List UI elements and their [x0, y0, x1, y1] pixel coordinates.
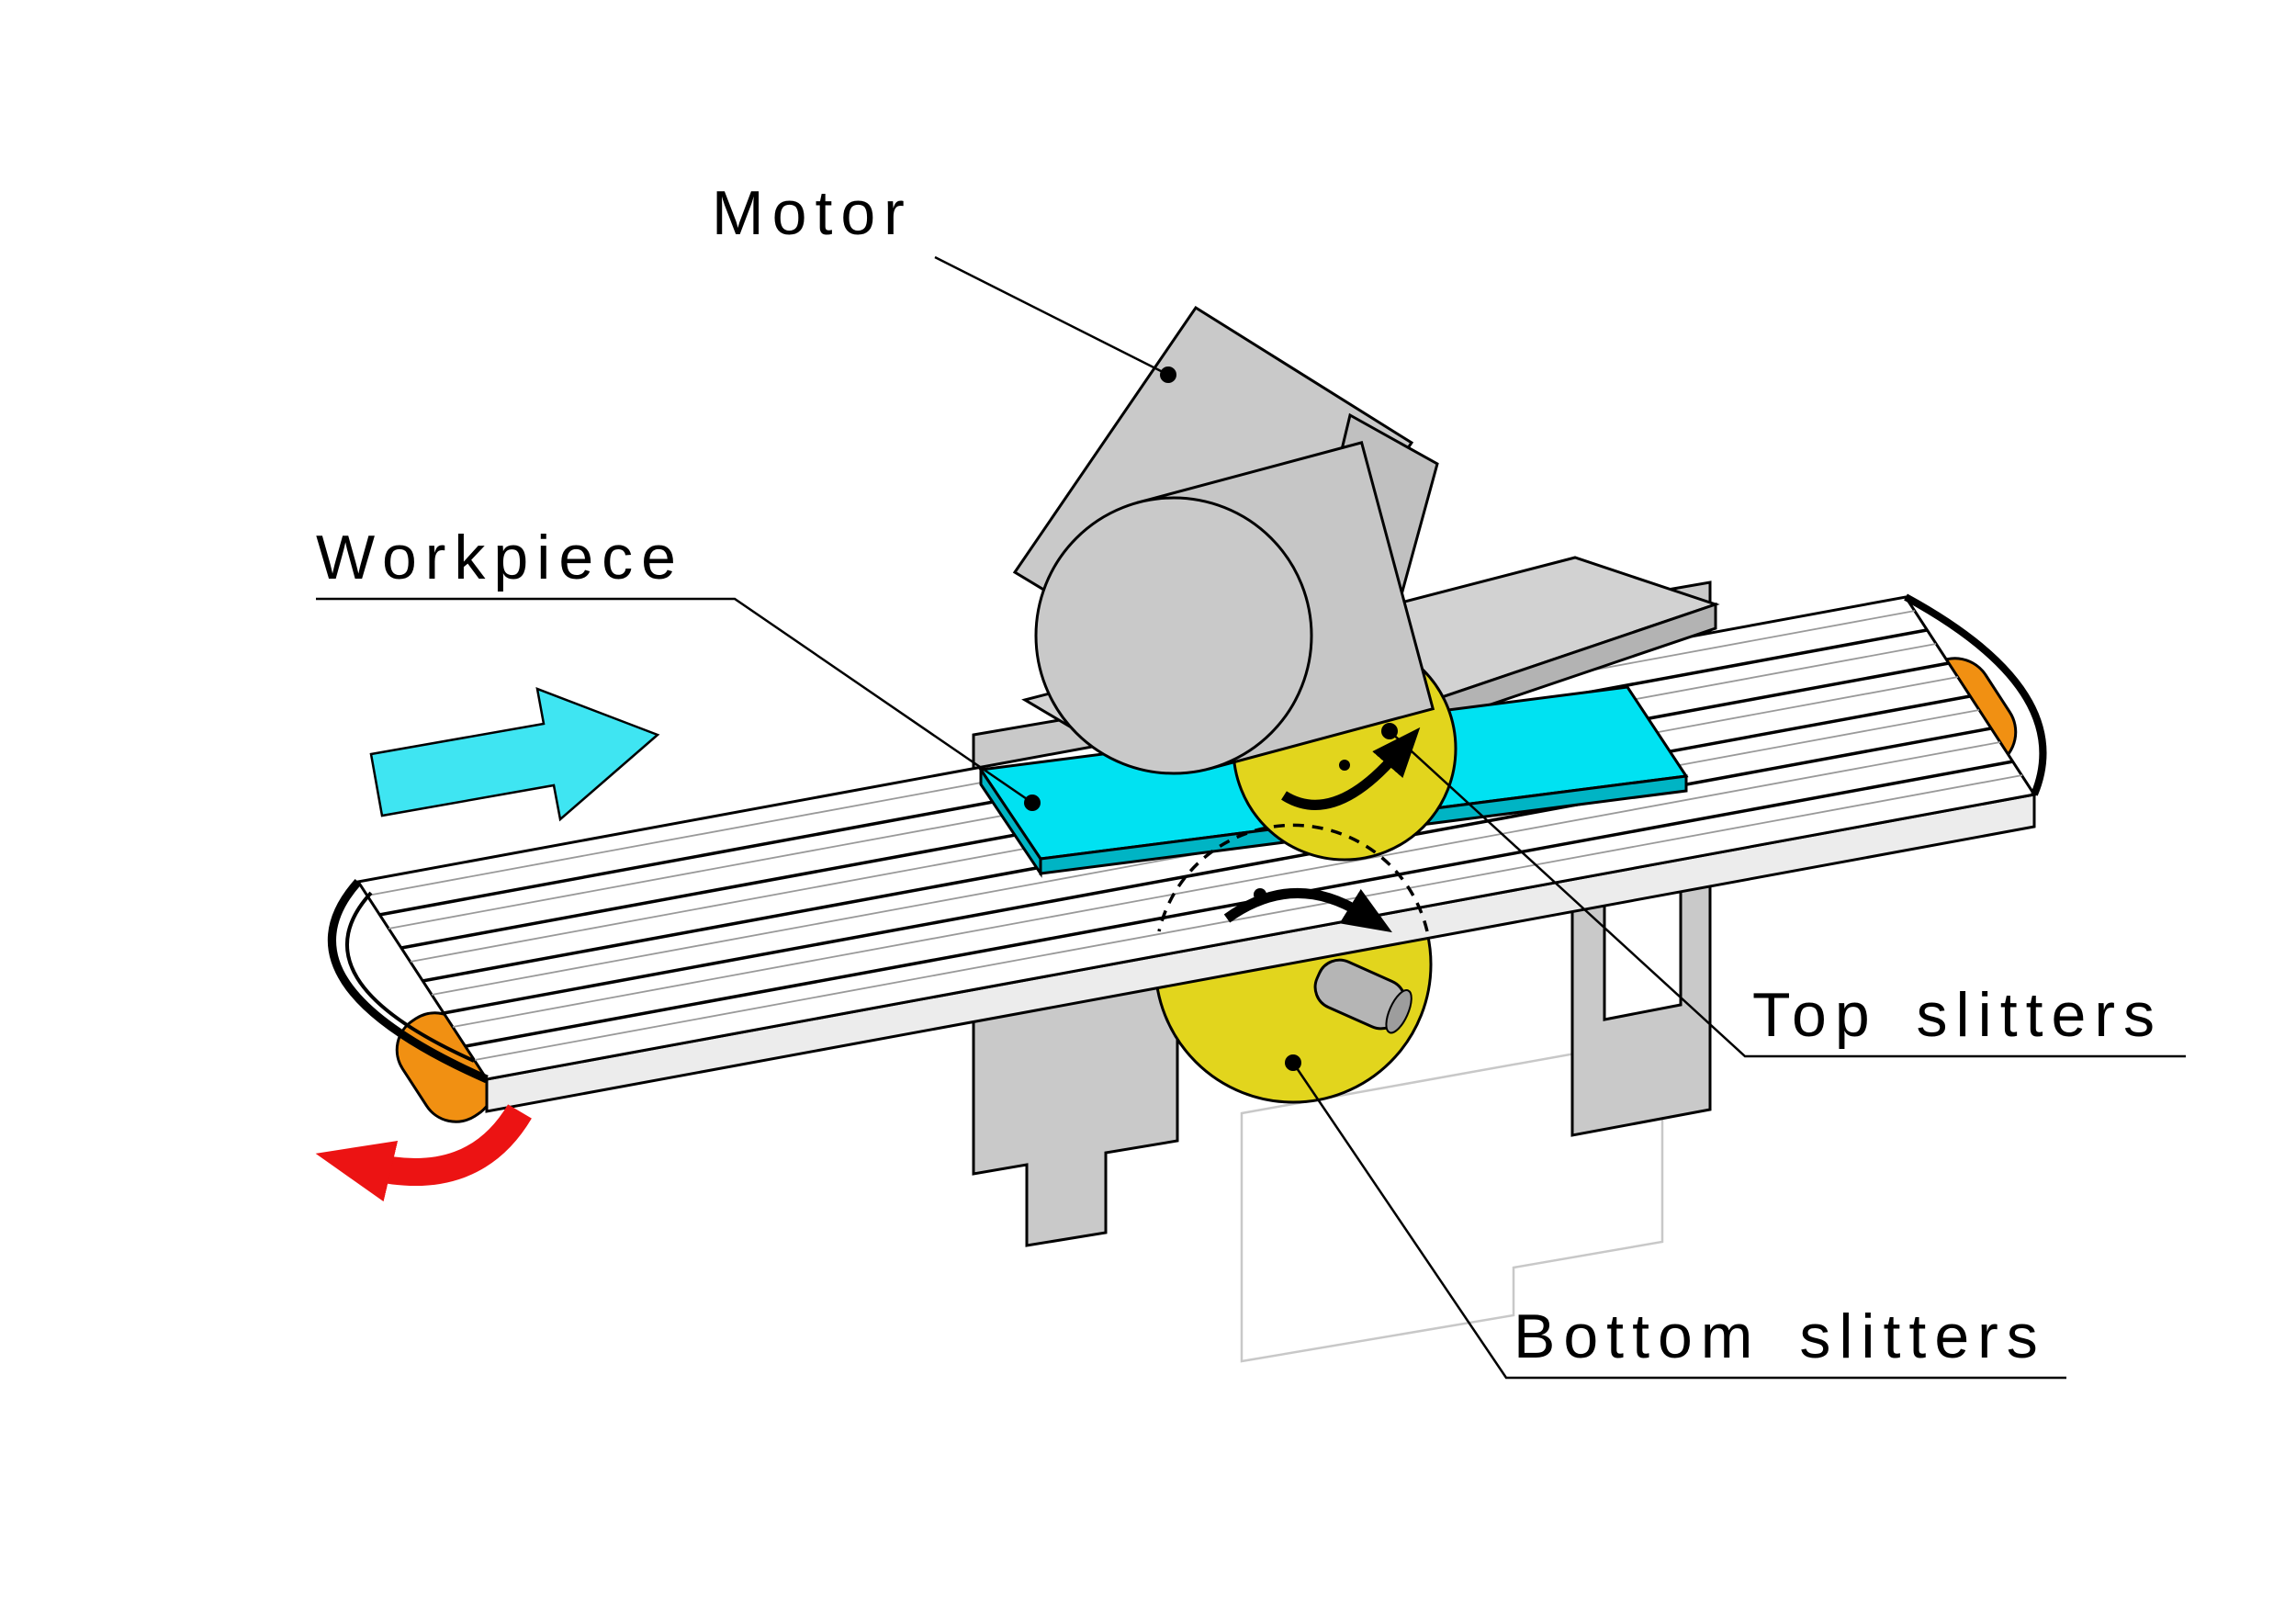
- label-workpiece: Workpiece: [316, 523, 684, 592]
- workpiece-dot: [1024, 795, 1041, 811]
- conveyor-rail-line: [452, 741, 2001, 1028]
- label-motor-leader: [934, 255, 1169, 377]
- conveyor-right-end-cap: [1904, 593, 2047, 796]
- label-motor: Motor: [712, 178, 913, 248]
- roller-rotation-arrow-icon: [315, 1104, 532, 1202]
- conveyor-rail-line: [465, 760, 2014, 1048]
- bottom-slitter-shaft-end: [1385, 989, 1412, 1034]
- label-bottom-slitters-leader: [1291, 1062, 2066, 1380]
- bottom-slitter-rotation-arrow-icon: [1223, 887, 1392, 933]
- conveyor-rail-line: [443, 727, 1992, 1015]
- top-slitter-hub-dot: [1339, 760, 1350, 771]
- label-top-slitters-leader: [1389, 730, 2186, 1058]
- conveyor-left-end-cap: [328, 879, 489, 1084]
- motor-cylinder-face: [1034, 496, 1313, 775]
- motor-cylinder: [1034, 441, 1435, 775]
- bottom-slitter-dot: [1285, 1054, 1301, 1071]
- conveyor-left-end-cap-inner: [345, 891, 475, 1063]
- feed-direction-arrow-icon: [369, 687, 660, 822]
- bottom-slitter-shaft: [1313, 958, 1412, 1034]
- bottom-slitter-hidden-edge: [1157, 823, 1429, 932]
- motor-dot: [1160, 366, 1176, 383]
- top-slitter-rotation-arrow-icon: [1281, 727, 1421, 810]
- top-slitter-dot: [1381, 723, 1398, 739]
- label-top-slitters: Top slitters: [1752, 980, 2163, 1050]
- bottom-slitter-front: [1157, 823, 1429, 1034]
- bottom-slitter-hub-dot: [1254, 888, 1266, 901]
- label-workpiece-leader: [316, 597, 1033, 805]
- annotations: Motor Workpiece Top slitters Bottom slit…: [316, 178, 2186, 1380]
- conveyor-rail-line: [474, 774, 2023, 1061]
- workpiece-sheet-end: [979, 765, 1042, 878]
- label-bottom-slitters: Bottom slitters: [1514, 1302, 2046, 1371]
